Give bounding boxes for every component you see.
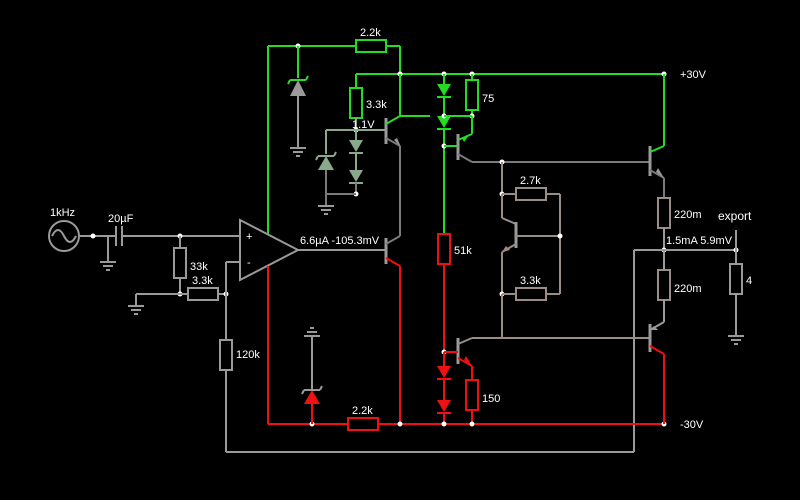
resistor-75[interactable] [465,79,479,111]
resistor-51k[interactable] [437,233,451,265]
output-readout: 1.5mA 5.9mV [666,235,733,247]
resistor-120k[interactable] [219,339,233,371]
transistor-vbe[interactable] [501,222,560,253]
r-2-2k-top-label: 2.2k [360,27,381,39]
resistor-150[interactable] [465,379,479,411]
ground-icon [290,147,306,157]
op-amp[interactable] [239,218,301,282]
r-150-label: 150 [482,393,500,405]
cap-in-label: 20µF [108,213,134,225]
ground-icon [728,335,744,345]
r-33k-label: 33k [190,261,208,273]
rail-pos-label: +30V [680,69,707,81]
resistor-2-7k[interactable] [515,187,547,201]
export-label: export [718,209,752,223]
input-capacitor[interactable] [112,226,123,246]
source-freq-label: 1kHz [50,207,75,219]
ground-icon [100,261,116,271]
r-3-3k-mid-label: 3.3k [520,275,541,287]
r-2-2k-bot-label: 2.2k [352,405,373,417]
ground-icon-inverted [304,327,320,337]
resistor-2-2k-top[interactable] [355,39,387,53]
ground-icon [128,305,144,315]
diode-stack-upper[interactable] [437,84,451,130]
transistor-q2[interactable] [384,235,401,267]
resistor-3-3k-top[interactable] [349,87,363,119]
r-51k-label: 51k [454,245,472,257]
resistor-220m-bot[interactable] [657,269,671,301]
resistor-3-3k-feedback[interactable] [187,287,219,301]
load-resistor[interactable] [729,263,743,295]
transistor-out-pnp[interactable] [648,321,665,355]
zener-diode-top[interactable] [287,75,309,96]
resistor-2-2k-bot[interactable] [347,417,379,431]
ground-icon [318,205,334,215]
r-220m-bot-label: 220m [674,283,702,295]
rail-neg-label: -30V [680,419,704,431]
opamp-readout: 6.6µA -105.3mV [300,235,380,247]
transistor-q1[interactable] [384,115,401,147]
transistor-q4[interactable] [456,337,473,367]
v-1-1-label: 1.1V [352,119,375,131]
r-75-label: 75 [482,93,494,105]
diode-stack-q1[interactable] [349,140,363,184]
r-3-3k-top-label: 3.3k [366,99,387,111]
resistor-33k[interactable] [173,247,187,279]
resistor-3-3k-mid[interactable] [515,287,547,301]
r-2-7k-label: 2.7k [520,175,541,187]
opamp-plus: + [246,231,252,243]
resistor-220m-top[interactable] [657,197,671,229]
load-label: 4 [746,275,752,287]
zener-diode-mid[interactable] [315,151,337,170]
transistor-out-npn[interactable] [648,145,665,179]
r-3-3k-fb-label: 3.3k [192,275,213,287]
ac-source[interactable] [48,220,80,252]
opamp-minus: - [247,257,251,269]
r-120k-label: 120k [236,349,260,361]
r-220m-top-label: 220m [674,209,702,221]
transistor-q3[interactable] [456,133,473,163]
diode-stack-lower[interactable] [437,366,451,414]
